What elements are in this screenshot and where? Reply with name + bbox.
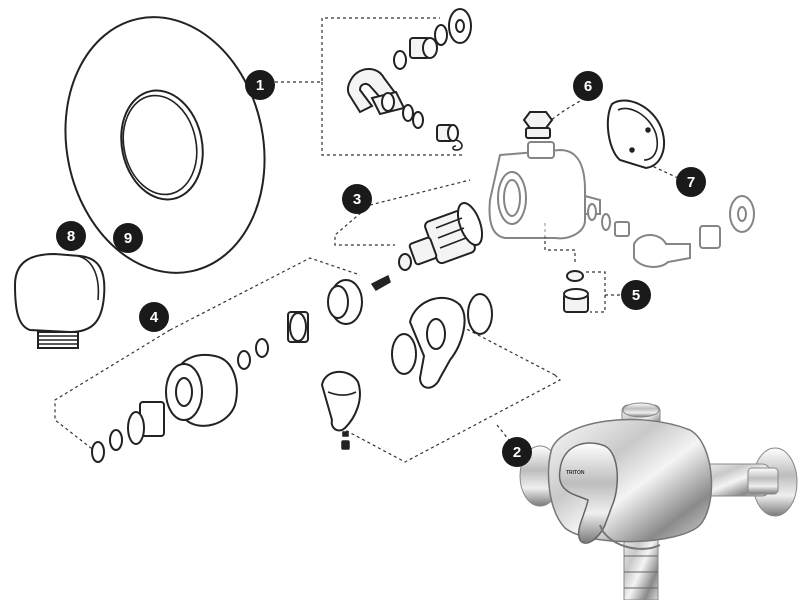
concealing-plate [64,16,266,274]
callout-2-label: 2 [513,444,521,461]
callout-3: 3 [342,184,372,214]
product-photo: TRITON [519,402,798,600]
callout-1: 1 [245,70,275,100]
callout-7: 7 [676,167,706,197]
cap-nut [522,111,554,139]
callout-5-label: 5 [632,287,640,304]
callout-4: 4 [139,302,169,332]
shroud [606,99,665,170]
callout-3-label: 3 [353,191,361,208]
control-levers [320,293,493,450]
product-brand-label: TRITON [566,470,585,476]
valve-body [488,141,755,268]
callout-8: 8 [56,221,86,251]
callout-2: 2 [502,437,532,467]
callout-9-label: 9 [124,230,132,247]
callout-9: 9 [113,223,143,253]
check-valve-parts [563,270,589,313]
thermostatic-cartridge [370,202,484,291]
callout-8-label: 8 [67,228,75,245]
flow-control-parts [91,279,363,463]
callout-4-label: 4 [150,309,159,326]
callout-5: 5 [621,280,651,310]
callout-6-label: 6 [584,78,592,95]
wall-outlet-elbow [13,252,106,349]
callout-6: 6 [573,71,603,101]
inlet-elbow-parts [346,8,472,151]
callout-7-label: 7 [687,174,695,191]
callout-1-label: 1 [256,77,264,94]
